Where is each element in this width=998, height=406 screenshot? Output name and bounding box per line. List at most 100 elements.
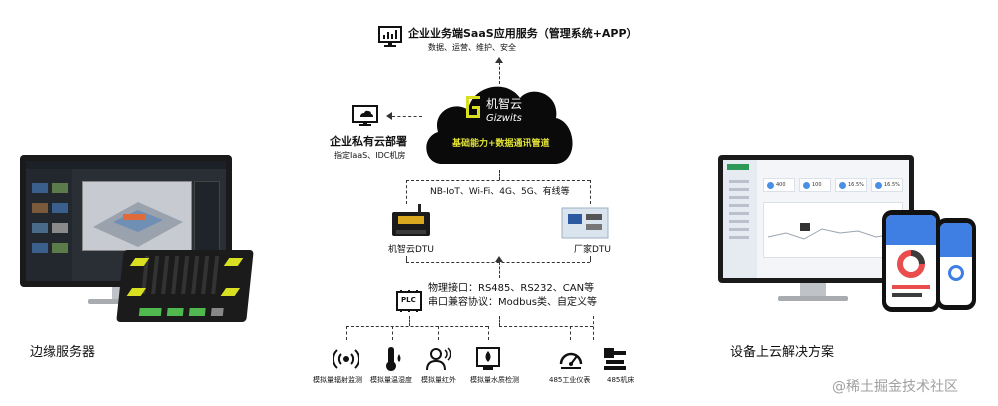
cloud-net-link bbox=[499, 170, 500, 180]
devices-bar bbox=[499, 326, 593, 327]
stat-icon bbox=[767, 182, 774, 189]
dtu-right-label: 厂家DTU bbox=[574, 245, 612, 255]
dtu-left-link bbox=[406, 256, 407, 262]
plc-line1: 物理接口：RS485、RS232、CAN等 bbox=[428, 283, 595, 294]
yellow-stripe bbox=[223, 258, 244, 266]
plc-line2: 串口兼容协议：Modbus类、自定义等 bbox=[428, 297, 597, 308]
dashboard-line-chart bbox=[763, 202, 903, 258]
arrow-up-icon bbox=[495, 57, 503, 63]
thumb bbox=[32, 223, 48, 233]
phone-header bbox=[886, 215, 936, 245]
monitor-stand bbox=[800, 283, 826, 297]
water-quality-icon bbox=[475, 346, 501, 372]
edge-server-box bbox=[116, 250, 254, 322]
heat-fin bbox=[171, 256, 180, 294]
saas-title: 企业业务端SaaS应用服务（管理系统+APP） bbox=[408, 27, 638, 40]
dashboard-sidebar bbox=[723, 160, 757, 278]
thumb bbox=[32, 183, 48, 193]
sensor-label: 模拟量水质检测 bbox=[470, 376, 519, 384]
radiation-sensor-icon bbox=[331, 346, 361, 372]
dtu-plc-link bbox=[499, 262, 500, 278]
stat-icon bbox=[875, 182, 882, 189]
stat-card: 16.5% bbox=[871, 178, 903, 192]
phone-front bbox=[882, 210, 940, 312]
sensor-label: 模拟量红外 bbox=[421, 376, 456, 384]
heat-fin bbox=[201, 256, 210, 294]
stat-icon bbox=[803, 182, 810, 189]
heat-fin bbox=[181, 256, 190, 294]
screen-topbar bbox=[26, 161, 226, 169]
device-drop bbox=[570, 326, 571, 340]
dashboard-logo bbox=[727, 164, 749, 170]
heat-fin bbox=[161, 256, 170, 294]
phone-bar bbox=[892, 285, 930, 289]
thumb bbox=[52, 223, 68, 233]
sensor-label: 模拟量辐射监测 bbox=[313, 376, 362, 384]
thumb bbox=[52, 183, 68, 193]
private-cloud-subtitle: 指定IaaS、IDC机房 bbox=[334, 151, 406, 160]
dashboard-screen: 400 100 16.5% 16.5% bbox=[723, 160, 909, 278]
network-bar bbox=[406, 180, 590, 181]
phone-ring bbox=[948, 265, 964, 281]
device-label: 485机床 bbox=[607, 376, 635, 384]
heat-fin bbox=[151, 256, 160, 294]
plc-sensors-link bbox=[409, 316, 410, 326]
sidebar-item bbox=[729, 196, 749, 199]
left-caption: 边缘服务器 bbox=[30, 345, 96, 360]
thumb bbox=[52, 203, 68, 213]
sidebar-item bbox=[729, 236, 749, 239]
terminal-port bbox=[166, 308, 184, 316]
network-right-drop bbox=[590, 180, 591, 204]
phone-bar bbox=[892, 293, 922, 297]
thumb bbox=[32, 243, 48, 253]
sensor-drop bbox=[488, 326, 489, 340]
cloud-caption: 基础能力+数据通讯管道 bbox=[452, 139, 550, 149]
sidebar-item bbox=[729, 228, 749, 231]
sensor-drop bbox=[392, 326, 393, 340]
sensor-drop bbox=[438, 326, 439, 340]
stat-card: 100 bbox=[799, 178, 831, 192]
factory-3d-view bbox=[82, 181, 192, 251]
plc-icon-text: PLC bbox=[401, 296, 416, 304]
infrared-person-icon bbox=[425, 346, 452, 372]
saas-subtitle: 数据、运营、维护、安全 bbox=[428, 43, 516, 52]
yellow-stripe bbox=[126, 288, 147, 296]
stat-card: 16.5% bbox=[835, 178, 867, 192]
cloud-brand-en: Gizwits bbox=[486, 113, 522, 124]
edge-monitor bbox=[20, 155, 232, 287]
screen-side-pane bbox=[194, 181, 220, 261]
stat-value: 100 bbox=[812, 182, 822, 188]
arrow-left-icon bbox=[386, 112, 392, 120]
stat-value: 16.5% bbox=[848, 182, 864, 188]
stat-value: 400 bbox=[776, 182, 786, 188]
gauge-icon bbox=[558, 346, 584, 372]
thermometer-icon bbox=[379, 346, 405, 372]
plc-icon: PLC bbox=[396, 290, 422, 312]
gizwits-dtu-device bbox=[388, 204, 434, 240]
phone-screen bbox=[886, 215, 936, 307]
dtu-bottom-bar bbox=[406, 262, 590, 263]
private-cloud-link bbox=[392, 116, 422, 117]
heat-fin bbox=[191, 256, 200, 294]
thumb bbox=[52, 243, 68, 253]
stat-value: 16.5% bbox=[884, 182, 900, 188]
sidebar-item bbox=[729, 204, 749, 207]
serial-port bbox=[210, 308, 224, 316]
vendor-dtu-device bbox=[560, 204, 610, 240]
cloud-monitor-icon bbox=[352, 105, 378, 127]
saas-cloud-link bbox=[499, 62, 500, 84]
thumb bbox=[32, 203, 48, 213]
right-caption: 设备上云解决方案 bbox=[730, 345, 835, 360]
yellow-stripe bbox=[220, 288, 241, 296]
plc-devices-link bbox=[499, 316, 500, 326]
dashboard-monitor: 400 100 16.5% 16.5% bbox=[718, 155, 914, 283]
terminal-port bbox=[188, 308, 206, 316]
device-label: 485工业仪表 bbox=[549, 376, 591, 384]
watermark: @稀土掘金技术社区 bbox=[832, 379, 958, 395]
stat-icon bbox=[839, 182, 846, 189]
dtu-right-link bbox=[590, 256, 591, 262]
sidebar-item bbox=[729, 212, 749, 215]
arrow-up-icon bbox=[495, 256, 503, 262]
sidebar-item bbox=[729, 188, 749, 191]
sensor-drop bbox=[346, 326, 347, 340]
